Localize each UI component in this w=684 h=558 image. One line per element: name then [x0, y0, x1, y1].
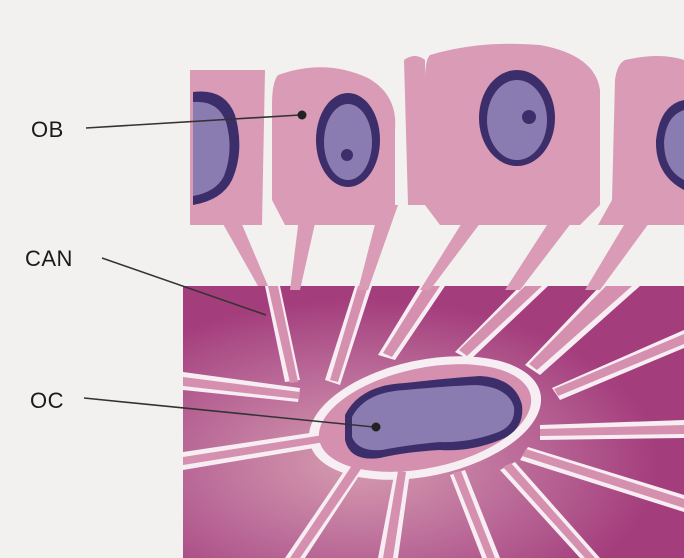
nucleolus-3: [522, 110, 536, 124]
label-ob: OB: [31, 117, 64, 142]
oc-pointer-dot: [372, 423, 381, 432]
nucleolus-2: [341, 149, 353, 161]
label-can: CAN: [25, 246, 73, 271]
label-oc: OC: [30, 388, 64, 413]
ob-pointer-dot: [298, 111, 307, 120]
